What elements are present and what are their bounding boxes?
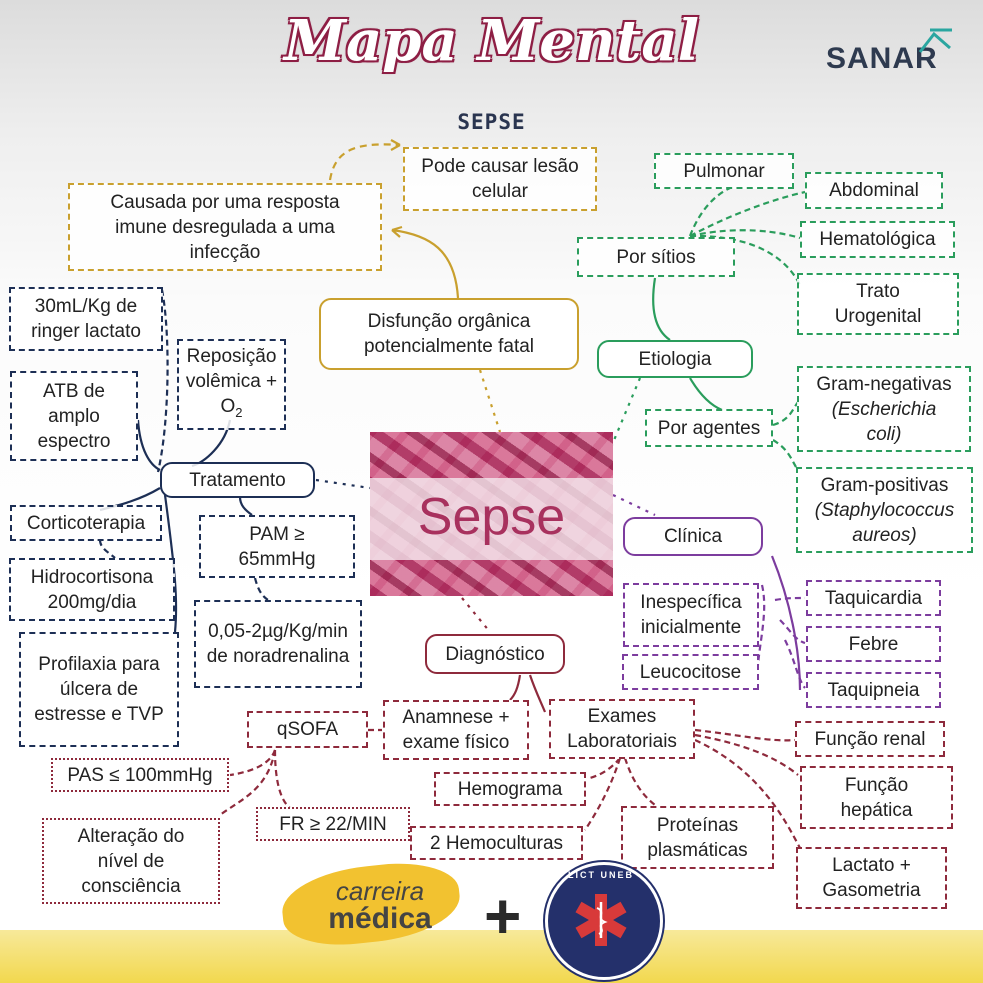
exame-proteinas: Proteínas plasmáticas: [621, 806, 774, 869]
etiologia-node: Etiologia: [597, 340, 753, 378]
gram-negativas-example: (Escherichia coli): [831, 398, 937, 445]
por-agentes-node: Por agentes: [645, 409, 773, 447]
febre-node: Febre: [806, 626, 941, 662]
carreira-logo-line1: carreira: [335, 876, 425, 906]
definition-node: Disfunção orgânica potencialmente fatal: [319, 298, 579, 370]
qsofa-consciencia: Alteração do nível de consciência: [42, 818, 220, 904]
diagnostico-node: Diagnóstico: [425, 634, 565, 674]
corticoterapia-node: Corticoterapia: [10, 505, 162, 541]
star-of-life-icon: [575, 894, 627, 946]
sepse-center-label: Sepse: [417, 488, 566, 546]
badge-text: LICT UNEB: [568, 870, 634, 880]
gram-negativas-label: Gram-negativas: [816, 373, 952, 395]
sitio-abdominal: Abdominal: [805, 172, 943, 209]
qsofa-node: qSOFA: [247, 711, 368, 748]
gram-positivas-example: (Staphylococcus aureos): [814, 499, 955, 546]
por-sitios-node: Por sítios: [577, 237, 735, 277]
inespecifica-node: Inespecífica inicialmente: [623, 583, 759, 647]
brand-logo: SANAR: [826, 42, 938, 75]
page-subtitle: SEPSE: [457, 110, 526, 134]
atb-node: ATB de amplo espectro: [10, 371, 138, 461]
clinica-node: Clínica: [623, 517, 763, 556]
sitio-trato-urogenital: Trato Urogenital: [797, 273, 959, 335]
hidrocortisona-node: Hidrocortisona 200mg/dia: [9, 558, 175, 621]
exame-funcao-hepatica: Função hepática: [800, 766, 953, 829]
reposicao-o2: O2: [220, 396, 243, 420]
anamnese-node: Anamnese + exame físico: [383, 700, 529, 760]
carreira-logo-line2: médica: [328, 902, 432, 935]
exame-hemograma: Hemograma: [434, 772, 586, 806]
exame-funcao-renal: Função renal: [795, 721, 945, 757]
reposicao-label: Reposição volêmica +: [185, 346, 278, 393]
gram-negativas-node: Gram-negativas (Escherichia coli): [797, 366, 971, 452]
taquicardia-node: Taquicardia: [806, 580, 941, 616]
sanar-mark-icon: [918, 28, 952, 53]
leucocitose-node: Leucocitose: [622, 654, 759, 690]
reposicao-node: Reposição volêmica + O2: [177, 339, 286, 430]
exames-node: Exames Laboratoriais: [549, 699, 695, 759]
qsofa-pas: PAS ≤ 100mmHg: [51, 758, 229, 792]
cause-node: Causada por uma resposta imune desregula…: [68, 183, 382, 271]
page-title: Mapa Mental: [284, 8, 699, 74]
profilaxia-node: Profilaxia para úlcera de estresse e TVP: [19, 632, 179, 747]
exame-hemoculturas: 2 Hemoculturas: [410, 826, 583, 860]
gram-positivas-node: Gram-positivas (Staphylococcus aureos): [796, 467, 973, 553]
sitio-hematologica: Hematológica: [800, 221, 955, 258]
sepse-label-band: [370, 478, 613, 560]
taquipneia-node: Taquipneia: [806, 672, 941, 708]
qsofa-fr: FR ≥ 22/MIN: [256, 807, 410, 841]
plus-sign: +: [484, 880, 522, 952]
gram-positivas-label: Gram-positivas: [820, 474, 949, 496]
tratamento-node: Tratamento: [160, 462, 315, 498]
noradrenalina-node: 0,05-2µg/Kg/min de noradrenalina: [194, 600, 362, 688]
exame-lactato: Lactato + Gasometria: [796, 847, 947, 909]
ringer-node: 30mL/Kg de ringer lactato: [9, 287, 163, 351]
footer-band: [0, 930, 983, 983]
effect-node: Pode causar lesão celular: [403, 147, 597, 211]
sitio-pulmonar: Pulmonar: [654, 153, 794, 189]
pam-node: PAM ≥ 65mmHg: [199, 515, 355, 578]
